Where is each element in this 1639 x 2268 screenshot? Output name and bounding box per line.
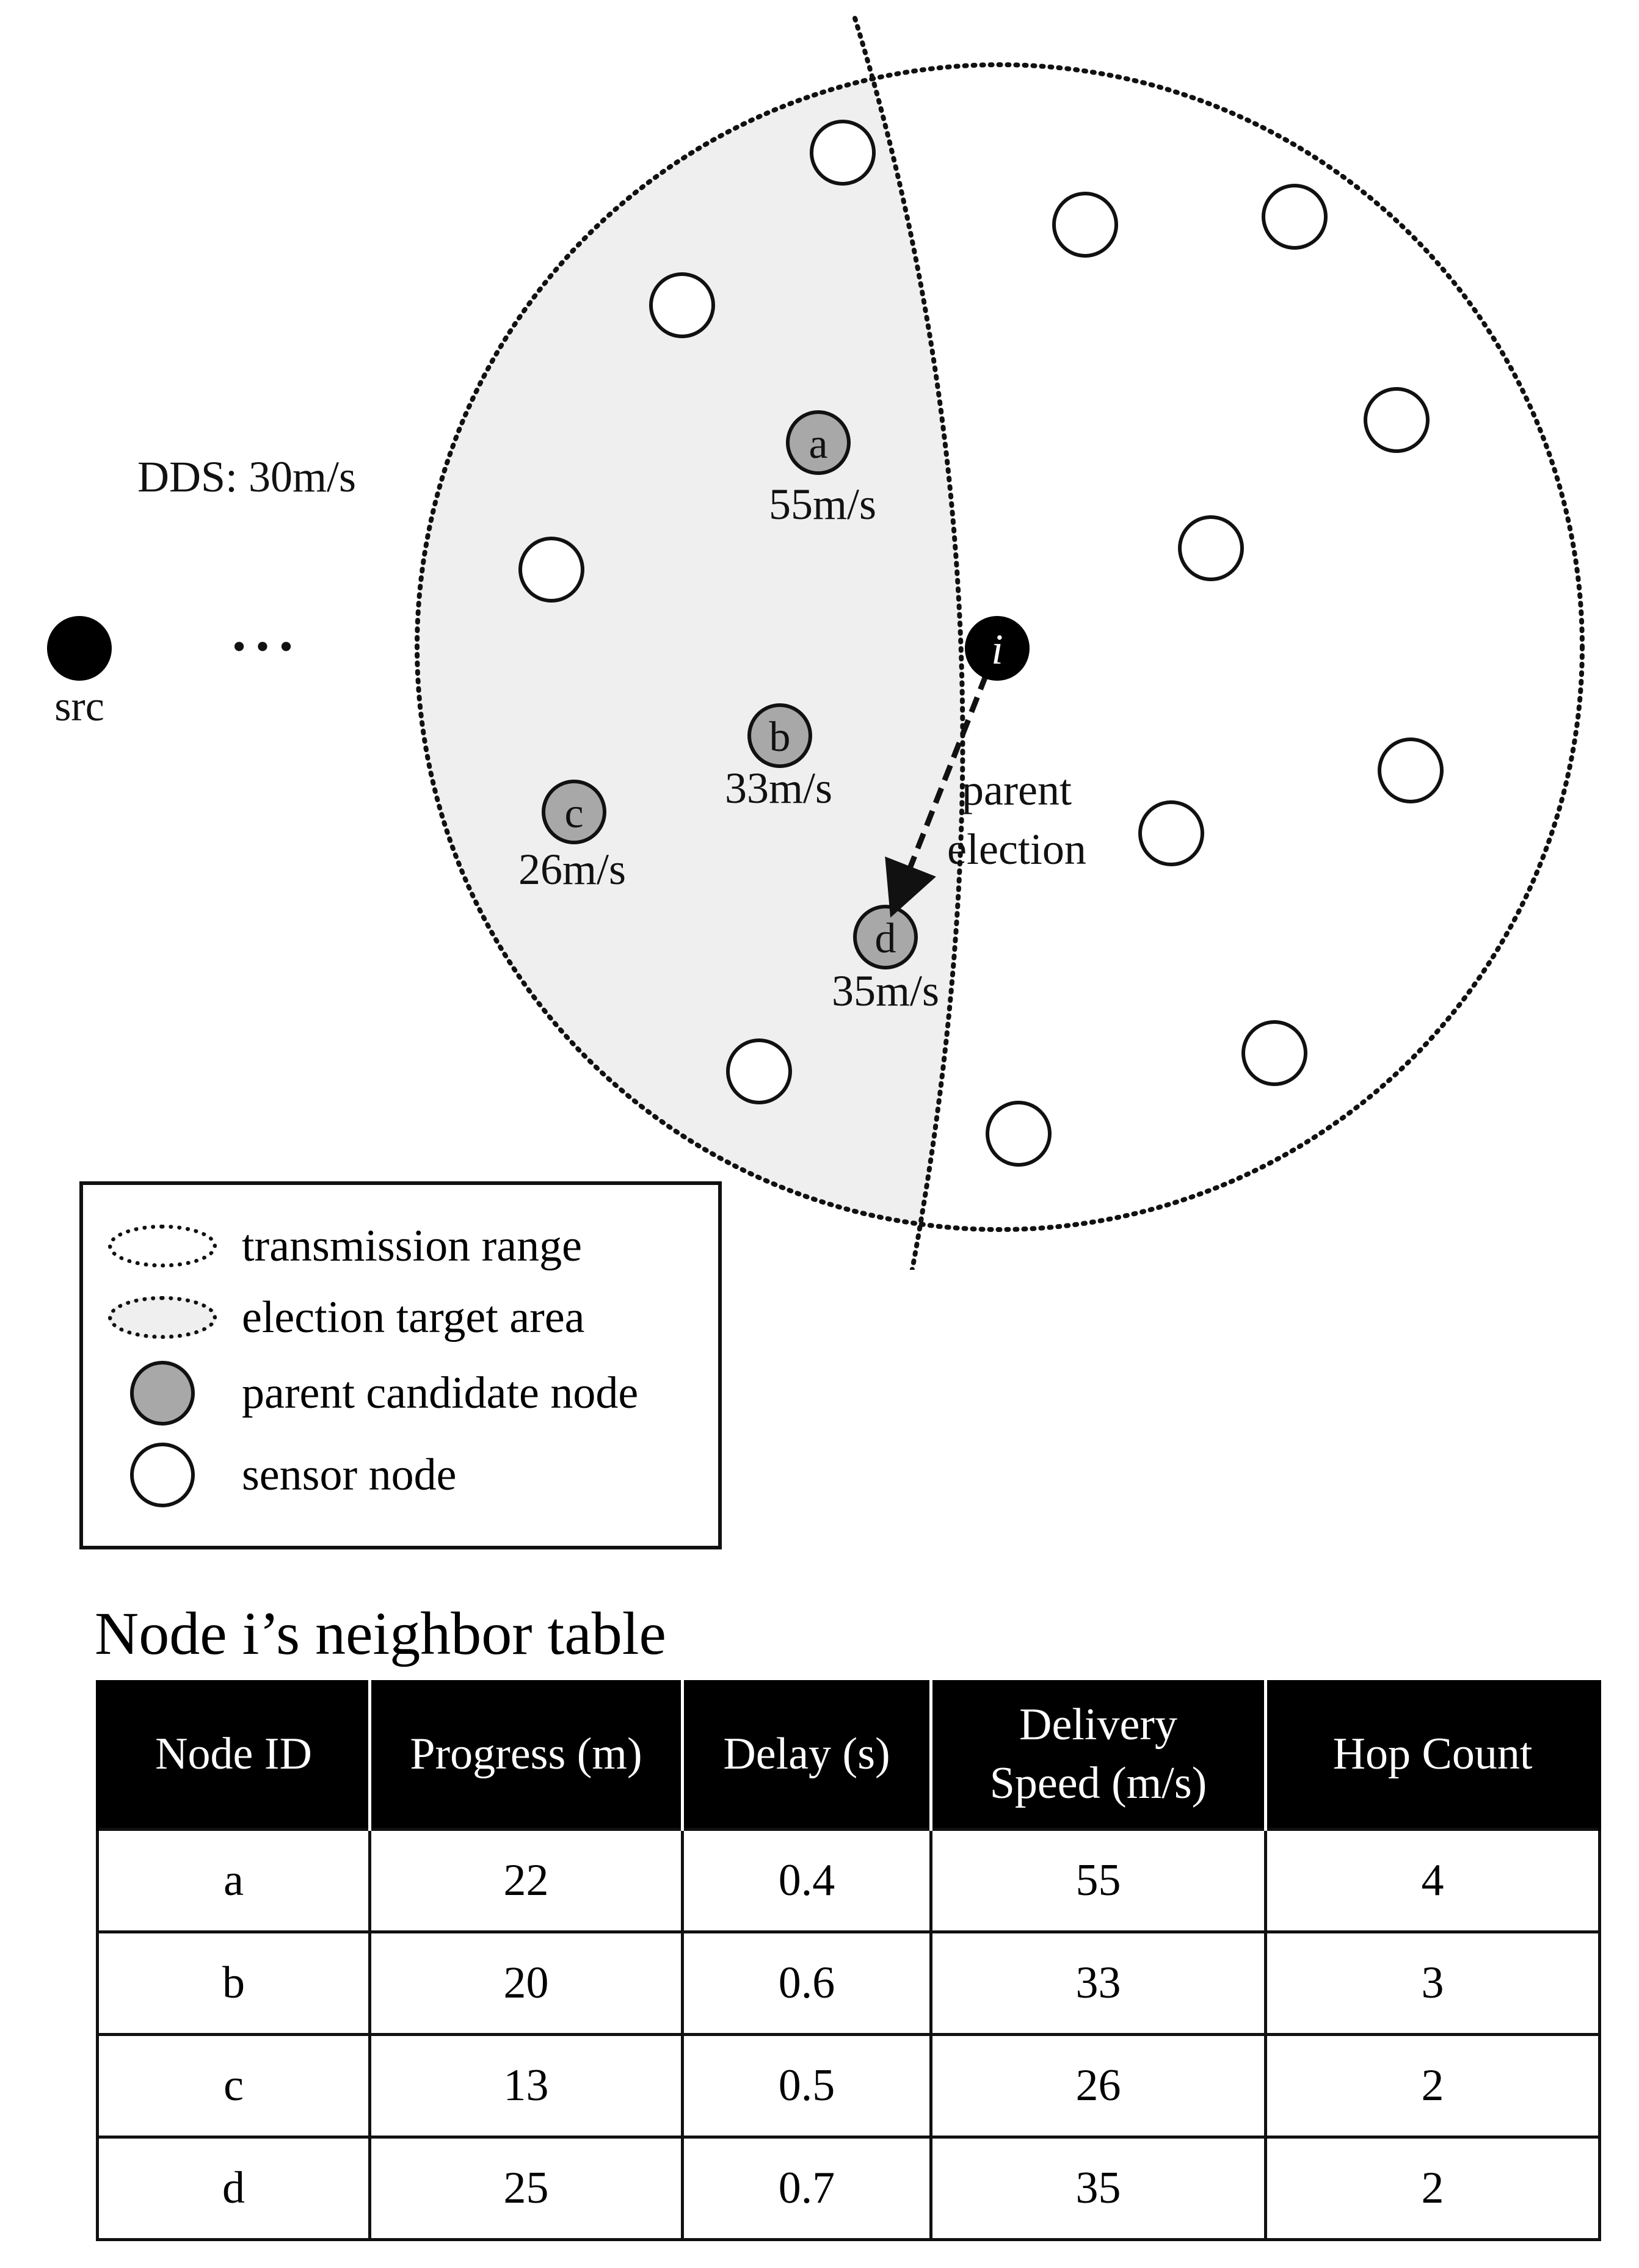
- table-cell: 0.5: [681, 2033, 932, 2139]
- table-cell: 25: [368, 2136, 684, 2241]
- table-cell: 0.4: [681, 1828, 932, 1933]
- legend-label: parent candidate node: [242, 1368, 639, 1418]
- arrow-label-line1: parent: [962, 766, 1072, 814]
- white-node-icon: [130, 1443, 195, 1507]
- neighbor-table: Node ID Progress (m) Delay (s) Delivery …: [96, 1680, 1601, 2241]
- candidate-node-d: d 35m/s: [832, 905, 939, 1015]
- sensor-node: [1378, 737, 1444, 803]
- candidate-speed: 35m/s: [832, 966, 939, 1015]
- table-title: Node i’s neighbor table: [95, 1600, 666, 1667]
- sensor-node: [1138, 800, 1204, 866]
- header-delivery-speed: Delivery Speed (m/s): [929, 1680, 1267, 1830]
- table-row: c 13 0.5 26 2: [96, 2033, 1601, 2139]
- table-cell: 2: [1264, 2033, 1601, 2139]
- legend-item-election-target-area: election target area: [83, 1284, 585, 1351]
- sensor-node: [810, 120, 876, 186]
- source-label: src: [54, 683, 104, 730]
- sensor-node: [649, 272, 715, 338]
- legend-label: election target area: [242, 1292, 585, 1342]
- table-cell: 33: [929, 1930, 1267, 2036]
- source-node: [47, 616, 112, 681]
- table-row: d 25 0.7 35 2: [96, 2136, 1601, 2241]
- parent-election-arrow: [885, 673, 989, 918]
- legend-label: transmission range: [242, 1220, 582, 1271]
- dotted-filled-ring-icon: [108, 1296, 217, 1339]
- candidate-node-c: c 26m/s: [518, 780, 626, 894]
- header-progress: Progress (m): [368, 1680, 684, 1830]
- legend-label: sensor node: [242, 1449, 457, 1500]
- dotted-ring-icon: [108, 1225, 217, 1267]
- candidate-speed: 33m/s: [725, 764, 832, 813]
- table-cell: 3: [1264, 1930, 1601, 2036]
- sensor-node: [1052, 192, 1118, 258]
- current-node-label: i: [991, 626, 1003, 673]
- arrow-label-line2: election: [947, 825, 1086, 874]
- table-cell: a: [96, 1828, 371, 1933]
- candidate-id: c: [564, 790, 583, 837]
- current-node-i: [965, 616, 1030, 681]
- sensor-node: [1178, 515, 1244, 581]
- legend-item-sensor-node: sensor node: [83, 1441, 456, 1509]
- table-cell: 35: [929, 2136, 1267, 2241]
- candidate-speed: 26m/s: [518, 845, 626, 894]
- table-cell: 4: [1264, 1828, 1601, 1933]
- network-diagram: src • • • DDS: 30m/s a 55m/s b 33m/s c 2…: [47, 16, 1585, 1270]
- table-cell: 26: [929, 2033, 1267, 2139]
- table-header-row: Node ID Progress (m) Delay (s) Delivery …: [96, 1680, 1601, 1830]
- candidate-speed: 55m/s: [769, 480, 876, 529]
- header-hop-count: Hop Count: [1264, 1680, 1601, 1830]
- header-node-id: Node ID: [96, 1680, 371, 1830]
- table-row: b 20 0.6 33 3: [96, 1930, 1601, 2036]
- table-row: a 22 0.4 55 4: [96, 1828, 1601, 1933]
- legend-box: transmission range election target area …: [79, 1181, 722, 1549]
- sensor-nodes: [518, 120, 1444, 1167]
- legend-item-transmission-range: transmission range: [83, 1212, 582, 1280]
- table-cell: 0.6: [681, 1930, 932, 2036]
- table-cell: 2: [1264, 2136, 1601, 2241]
- candidate-id: d: [875, 915, 896, 962]
- candidate-id: b: [769, 714, 791, 761]
- table-cell: 20: [368, 1930, 684, 2036]
- dds-label: DDS: 30m/s: [137, 452, 356, 501]
- candidate-node-b: b 33m/s: [725, 703, 832, 813]
- ellipsis-dots: • • •: [232, 625, 293, 668]
- sensor-node: [726, 1038, 792, 1104]
- election-target-area: [417, 65, 963, 1230]
- header-delay: Delay (s): [681, 1680, 932, 1830]
- table-cell: 22: [368, 1828, 684, 1933]
- table-cell: d: [96, 2136, 371, 2241]
- sensor-node: [518, 537, 584, 603]
- sensor-node: [1241, 1020, 1307, 1086]
- sensor-node: [986, 1101, 1052, 1167]
- legend-item-parent-candidate: parent candidate node: [83, 1360, 638, 1427]
- candidate-node-a: a 55m/s: [769, 410, 876, 529]
- table-cell: b: [96, 1930, 371, 2036]
- table-cell: 0.7: [681, 2136, 932, 2241]
- candidate-id: a: [809, 421, 827, 468]
- transmission-range-circle: [415, 62, 1585, 1232]
- table-cell: 13: [368, 2033, 684, 2139]
- sensor-node: [1364, 387, 1430, 453]
- table-cell: c: [96, 2033, 371, 2139]
- table-cell: 55: [929, 1828, 1267, 1933]
- sensor-node: [1262, 184, 1328, 250]
- gray-node-icon: [130, 1361, 195, 1426]
- election-boundary-curve: [852, 16, 965, 1270]
